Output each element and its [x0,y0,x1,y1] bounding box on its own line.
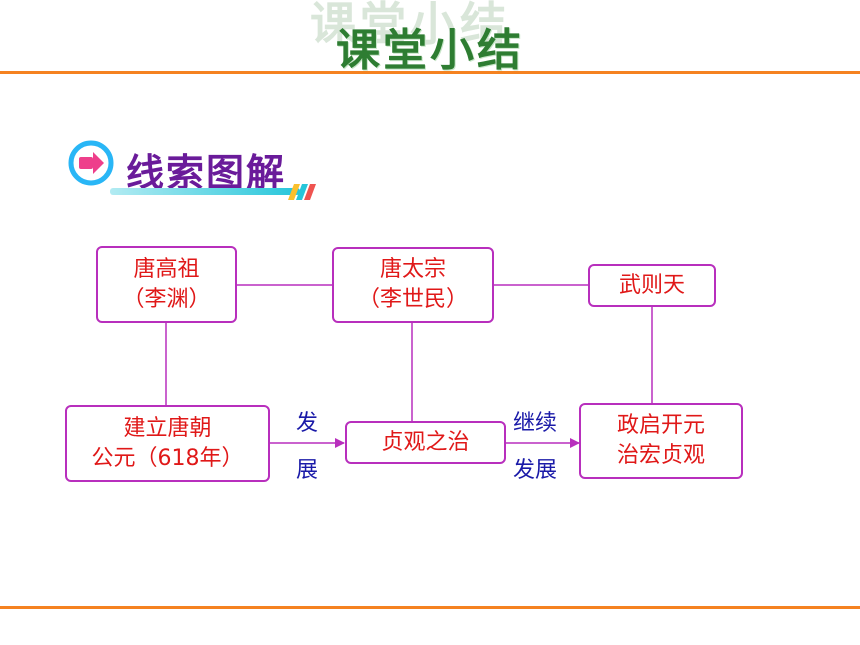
node-found-tang-event: 建立唐朝 [123,415,212,441]
bottom-divider [0,606,860,609]
node-tang-gaozu-title: 唐高祖 [133,256,200,282]
section-underline [110,188,300,195]
node-wu-zetian-title: 武则天 [618,272,685,298]
node-tang-gaozu: 唐高祖 （李渊） [96,246,237,323]
top-divider [0,71,860,74]
section-title: 线索图解 [126,151,287,195]
edge-label-continue: 继续 [513,411,558,436]
node-kaiyuan: 政启开元 治宏贞观 [579,403,743,479]
node-tang-taizong-name: （李世民） [357,287,468,312]
node-found-tang-year: 公元（618年） [91,445,244,471]
stripes-decoration [288,184,316,200]
node-tang-gaozu-name: （李渊） [122,286,211,312]
title-watermark: 课堂小结 [310,0,510,51]
arrow-badge-icon [68,140,114,186]
edge-label-develop: 发展 [513,458,558,483]
edge-label-develop-bottom: 展 [296,458,319,483]
node-kaiyuan-line1: 政启开元 [616,413,705,438]
node-tang-taizong: 唐太宗 （李世民） [332,247,494,323]
node-tang-taizong-title: 唐太宗 [379,257,446,282]
node-zhenguan-title: 贞观之治 [381,429,470,455]
node-wu-zetian: 武则天 [588,264,716,307]
edge-label-develop-top: 发 [296,411,319,436]
node-zhenguan: 贞观之治 [345,421,506,464]
slide-title: 课堂小结 [336,25,524,76]
node-kaiyuan-line2: 治宏贞观 [616,443,705,468]
node-found-tang: 建立唐朝 公元（618年） [65,405,270,482]
